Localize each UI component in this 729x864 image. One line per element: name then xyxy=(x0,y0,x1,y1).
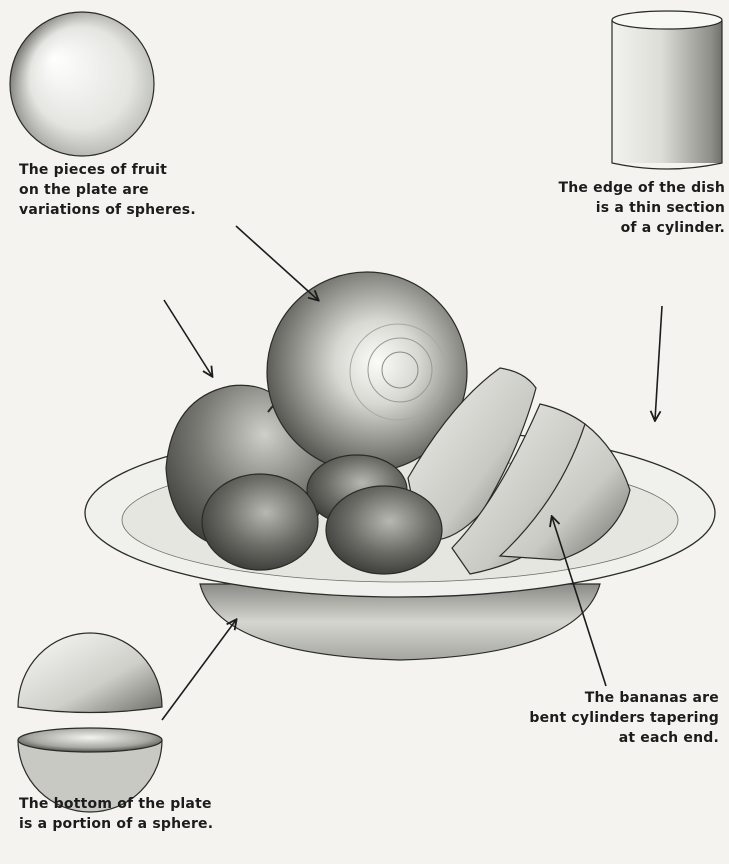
fruit-bowl xyxy=(85,272,715,660)
caption-line: bent cylinders tapering xyxy=(529,708,719,728)
caption-line: The pieces of fruit xyxy=(19,160,196,180)
arrow-plate-bottom xyxy=(162,620,236,720)
sphere-shape xyxy=(10,12,154,156)
caption-plate-bottom: The bottom of the plate is a portion of … xyxy=(19,794,213,834)
half-sphere-top-shape xyxy=(18,633,162,713)
caption-bananas: The bananas are bent cylinders tapering … xyxy=(529,688,719,748)
caption-line: The bottom of the plate xyxy=(19,794,213,814)
arrow-fruit-apple xyxy=(164,300,212,376)
arrow-fruit-orange xyxy=(236,226,318,300)
caption-line: is a thin section xyxy=(558,198,725,218)
cylinder-shape xyxy=(612,11,722,169)
caption-line: at each end. xyxy=(529,728,719,748)
caption-line: on the plate are xyxy=(19,180,196,200)
caption-dish-edge: The edge of the dish is a thin section o… xyxy=(558,178,725,238)
caption-line: variations of spheres. xyxy=(19,200,196,220)
caption-line: The edge of the dish xyxy=(558,178,725,198)
caption-line: of a cylinder. xyxy=(558,218,725,238)
arrow-dish-edge xyxy=(655,306,662,420)
caption-fruit-spheres: The pieces of fruit on the plate are var… xyxy=(19,160,196,220)
caption-line: The bananas are xyxy=(529,688,719,708)
caption-line: is a portion of a sphere. xyxy=(19,814,213,834)
